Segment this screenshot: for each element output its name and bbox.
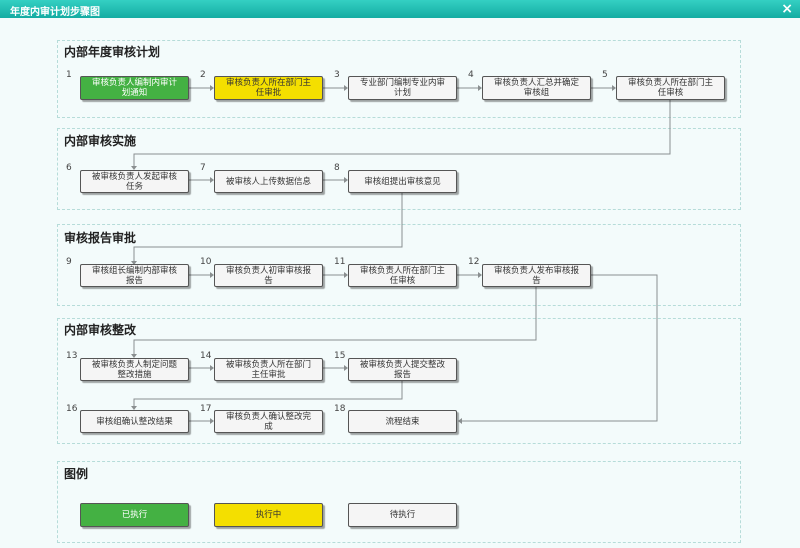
- step-16[interactable]: 审核组确认整改结果: [80, 410, 189, 433]
- section-title-implement: 内部审核实施: [64, 134, 137, 148]
- step-number-13: 13: [66, 351, 78, 361]
- section-rectify: [57, 318, 741, 444]
- legend-executed: 已执行: [80, 503, 189, 527]
- step-number-9: 9: [66, 257, 72, 267]
- step-6[interactable]: 被审核负责人发起审核任务: [80, 170, 189, 193]
- step-number-5: 5: [602, 70, 608, 80]
- flow-connectors: [131, 85, 671, 424]
- step-number-18: 18: [334, 404, 346, 414]
- step-number-16: 16: [66, 404, 78, 414]
- step-number-15: 15: [334, 351, 346, 361]
- step-number-17: 17: [200, 404, 212, 414]
- step-number-14: 14: [200, 351, 212, 361]
- step-7[interactable]: 被审核人上传数据信息: [214, 170, 323, 193]
- step-18[interactable]: 流程结束: [348, 410, 457, 433]
- step-13[interactable]: 被审核负责人制定问题整改措施: [80, 358, 189, 381]
- step-number-2: 2: [200, 70, 206, 80]
- step-number-8: 8: [334, 163, 340, 173]
- close-icon[interactable]: ×: [781, 1, 793, 17]
- step-number-7: 7: [200, 163, 206, 173]
- step-number-11: 11: [334, 257, 346, 267]
- step-number-1: 1: [66, 70, 72, 80]
- step-10[interactable]: 审核负责人初审审核报告: [214, 264, 323, 287]
- legend-pending: 待执行: [348, 503, 457, 527]
- step-3[interactable]: 专业部门编制专业内审计划: [348, 76, 457, 100]
- section-plan: [57, 40, 741, 118]
- step-number-10: 10: [200, 257, 212, 267]
- section-title-legend: 图例: [64, 467, 89, 481]
- section-title-plan: 内部年度审核计划: [64, 45, 161, 59]
- flow-diagram: 内部年度审核计划 内部审核实施 审核报告审批 内部审核整改 图例: [0, 18, 800, 548]
- step-17[interactable]: 审核负责人确认整改完成: [214, 410, 323, 433]
- step-number-12: 12: [468, 257, 480, 267]
- step-12[interactable]: 审核负责人发布审核报告: [482, 264, 591, 287]
- title-bar: 年度内审计划步骤图 ×: [0, 0, 800, 18]
- step-1[interactable]: 审核负责人编制内审计划通知: [80, 76, 189, 100]
- step-number-3: 3: [334, 70, 340, 80]
- step-8[interactable]: 审核组提出审核意见: [348, 170, 457, 193]
- window-title: 年度内审计划步骤图: [10, 7, 100, 18]
- section-title-rectify: 内部审核整改: [64, 323, 137, 337]
- section-legend: [57, 461, 741, 543]
- step-5[interactable]: 审核负责人所在部门主任审核: [616, 76, 725, 100]
- step-2[interactable]: 审核负责人所在部门主任审批: [214, 76, 323, 100]
- step-14[interactable]: 被审核负责人所在部门主任审批: [214, 358, 323, 381]
- section-report: [57, 224, 741, 306]
- step-15[interactable]: 被审核负责人提交整改报告: [348, 358, 457, 381]
- step-11[interactable]: 审核负责人所在部门主任审核: [348, 264, 457, 287]
- section-title-report: 审核报告审批: [64, 231, 137, 245]
- section-implement: [57, 128, 741, 210]
- step-9[interactable]: 审核组长编制内部审核报告: [80, 264, 189, 287]
- step-number-4: 4: [468, 70, 474, 80]
- legend-executing: 执行中: [214, 503, 323, 527]
- step-number-6: 6: [66, 163, 72, 173]
- step-4[interactable]: 审核负责人汇总并确定审核组: [482, 76, 591, 100]
